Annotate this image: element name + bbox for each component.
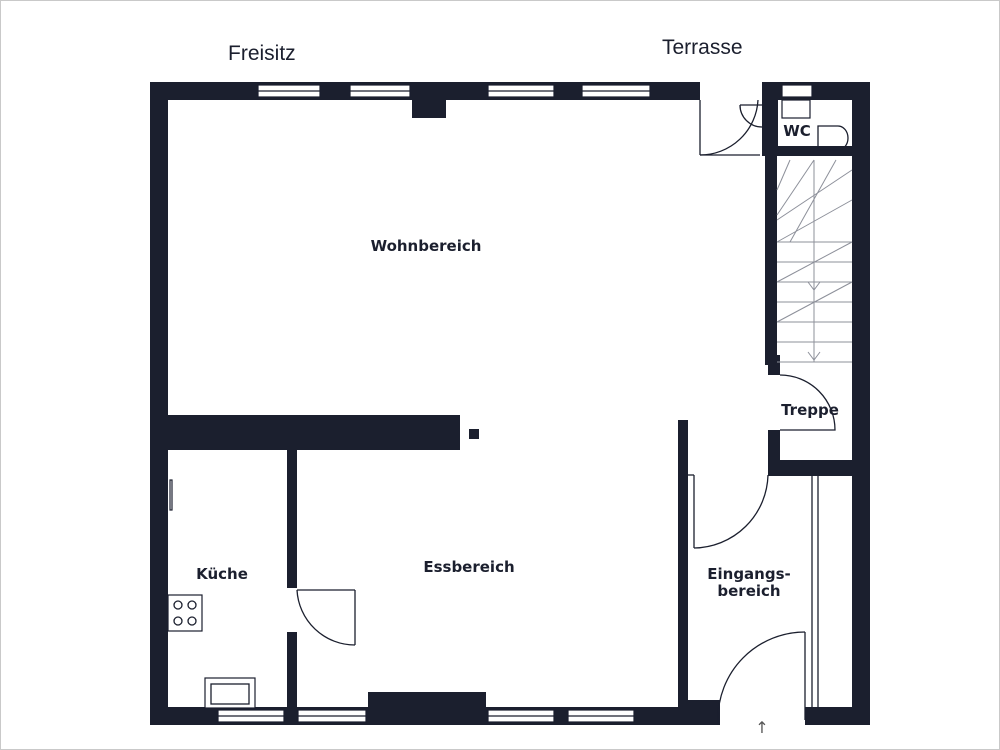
wohnbereich-label: Wohnbereich (371, 237, 482, 255)
eingang-label-line1: Eingangs- (707, 565, 791, 583)
toilet-icon (817, 125, 849, 151)
exterior-walls (150, 82, 870, 725)
top-windows (257, 84, 813, 98)
wardrobe (811, 476, 819, 707)
entrance-inner-door (688, 474, 769, 549)
staircase (776, 159, 853, 363)
freisitz-label: Freisitz (228, 42, 296, 65)
sink-icon (204, 677, 256, 709)
terrasse-label: Terrasse (662, 36, 743, 59)
kueche-label: Küche (196, 565, 248, 583)
eingang-label-line2: bereich (717, 582, 780, 600)
treppe-door (779, 374, 836, 431)
column-top (412, 82, 446, 118)
wc-area (739, 82, 870, 156)
essbereich-label: Essbereich (423, 558, 514, 576)
stove-icon (167, 594, 203, 632)
kitchen-door (296, 589, 356, 646)
terrace-door (699, 99, 760, 156)
front-door (717, 631, 806, 725)
entrance-arrow-icon: ↑ (755, 718, 768, 737)
wc-label: WC (783, 122, 811, 140)
interior-walls (150, 415, 720, 725)
stair-walls (765, 155, 868, 476)
treppe-label: Treppe (781, 401, 839, 419)
bottom-windows (169, 479, 635, 723)
kitchen-fixtures (167, 594, 256, 709)
